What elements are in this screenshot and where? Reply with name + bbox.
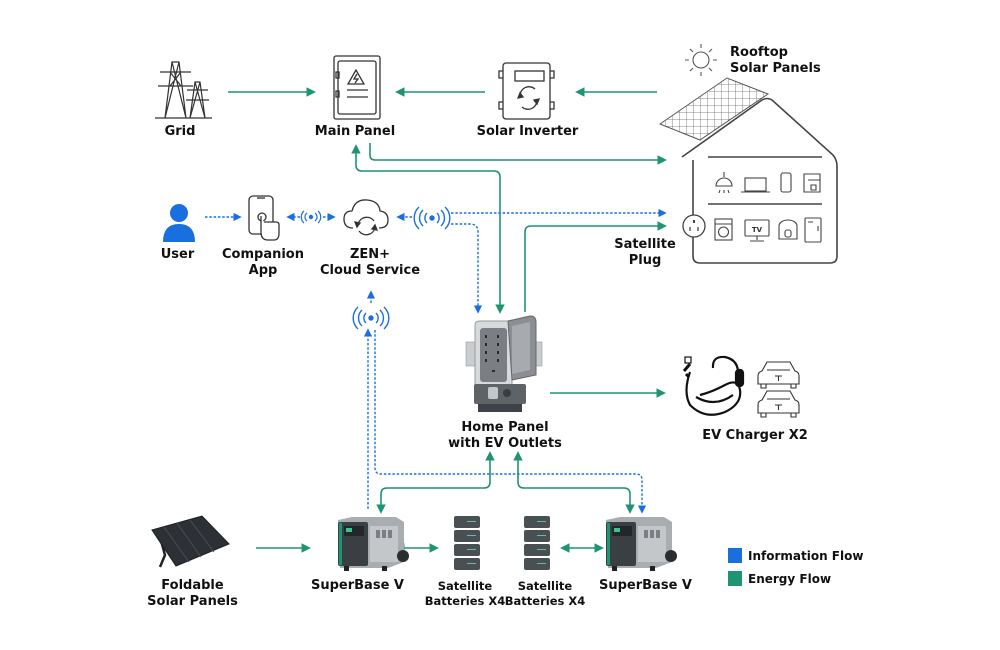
legend-item-energy: Energy Flow xyxy=(728,571,863,586)
flow-home-panel-superbase-right xyxy=(513,451,635,514)
car-icon xyxy=(757,361,800,389)
user-label: User xyxy=(160,247,195,262)
cloud-service-label: ZEN+ Cloud Service xyxy=(319,247,421,278)
flow-cloud-to-home-panel xyxy=(451,223,483,314)
wireless-signal-icon xyxy=(413,206,451,230)
legend-label: Energy Flow xyxy=(748,571,832,586)
energy-flow-swatch xyxy=(728,571,742,586)
grid-label: Grid xyxy=(164,124,196,139)
smartphone-touch-icon xyxy=(248,195,280,241)
rice-cooker-icon xyxy=(778,219,798,240)
battery-stack-icon xyxy=(454,516,480,570)
transmission-tower-icon xyxy=(155,61,212,119)
washing-machine-icon xyxy=(714,218,733,241)
wireless-signal-icon-small xyxy=(300,210,322,224)
power-station-icon xyxy=(338,517,409,571)
inverter-icon xyxy=(498,62,555,120)
legend-item-information: Information Flow xyxy=(728,548,863,563)
legend-label: Information Flow xyxy=(748,548,864,563)
cloud-sync-icon xyxy=(343,199,389,236)
rooftop-solar-label: Rooftop Solar Panels xyxy=(730,45,821,76)
solar-inverter-label: Solar Inverter xyxy=(476,124,579,139)
refrigerator-icon xyxy=(804,217,822,243)
rooftop-solar-panels-icon xyxy=(658,77,770,141)
foldable-solar-label: Foldable Solar Panels xyxy=(147,578,238,609)
foldable-solar-panel-icon xyxy=(151,515,230,568)
superbase-right-label: SuperBase V xyxy=(599,578,692,593)
flow-home-panel-to-satellite-plug xyxy=(524,221,667,312)
tv-icon: TV xyxy=(744,219,770,242)
phone-icon xyxy=(780,172,792,193)
superbase-left-label: SuperBase V xyxy=(311,578,404,593)
companion-app-label: Companion App xyxy=(222,247,304,278)
outlet-icon xyxy=(682,214,706,238)
user-icon xyxy=(163,204,195,242)
house-icon xyxy=(681,97,838,264)
main-panel-label: Main Panel xyxy=(314,124,396,139)
flow-main-panel-to-house xyxy=(369,143,667,165)
ev-charger-label: EV Charger X2 xyxy=(702,428,808,443)
sun-icon xyxy=(685,44,717,76)
car-icon xyxy=(757,390,800,418)
batteries-right-label: Satellite Batteries X4 xyxy=(504,579,586,608)
coffee-maker-icon xyxy=(803,173,821,193)
ceiling-lamp-icon xyxy=(715,172,733,194)
home-panel-icon xyxy=(465,315,543,412)
batteries-left-label: Satellite Batteries X4 xyxy=(424,579,506,608)
legend: Information Flow Energy Flow xyxy=(728,548,863,594)
wireless-signal-icon-superbase xyxy=(352,306,390,330)
svg-text:TV: TV xyxy=(752,226,763,234)
flow-home-panel-superbase-left xyxy=(376,451,495,514)
satellite-plug-label: Satellite Plug xyxy=(614,237,676,268)
battery-stack-icon xyxy=(524,516,550,570)
information-flow-swatch xyxy=(728,548,742,563)
flow-main-panel-home-panel xyxy=(351,144,505,314)
laptop-icon xyxy=(741,177,770,193)
electrical-panel-icon xyxy=(333,55,381,120)
power-station-icon xyxy=(606,517,677,571)
home-panel-label: Home Panel with EV Outlets xyxy=(448,420,562,451)
flow-cloud-to-superbase-right xyxy=(374,330,647,514)
ev-charger-icon xyxy=(682,355,745,416)
